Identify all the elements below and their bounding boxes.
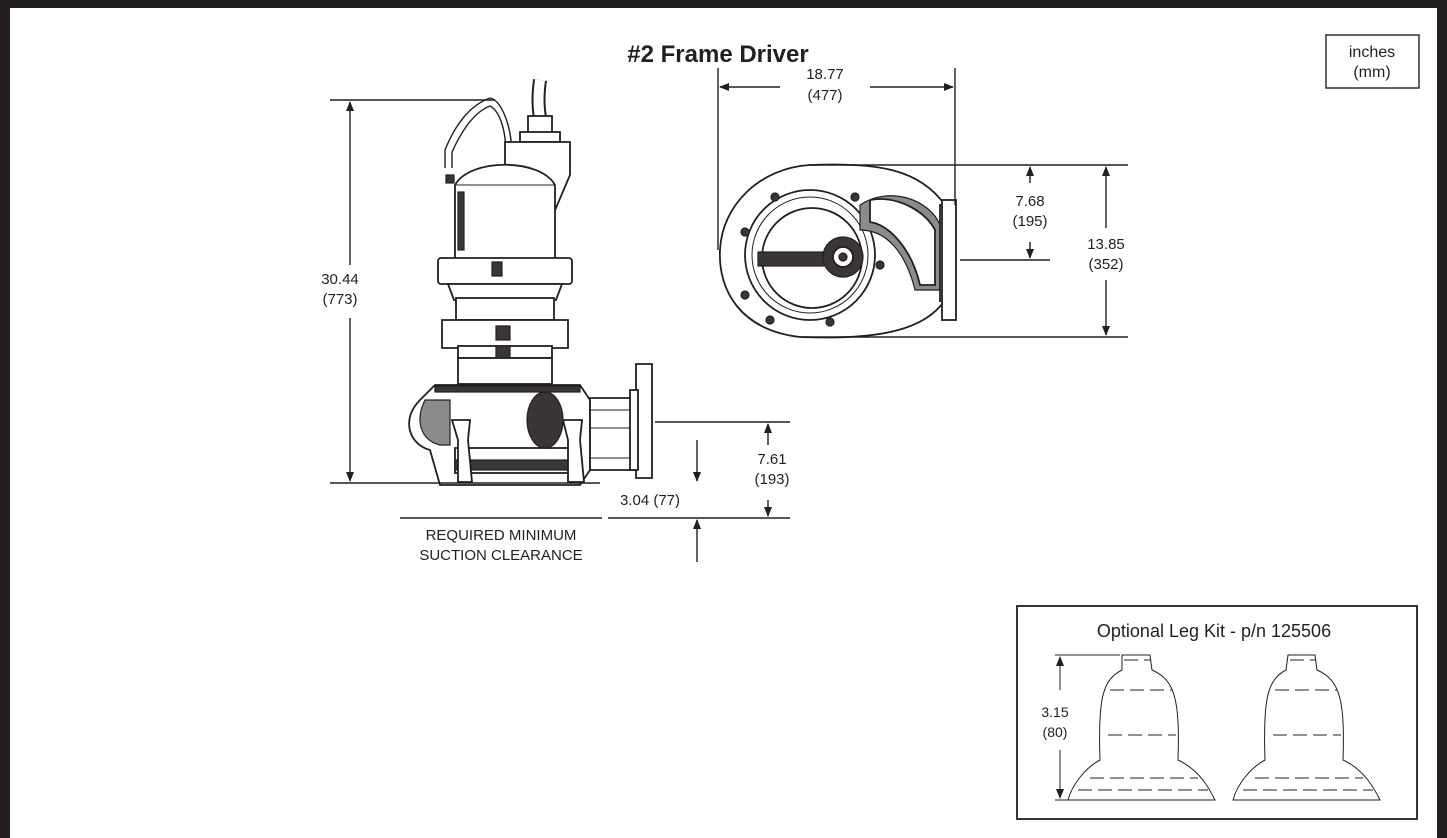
dim-height-in: 30.44 bbox=[321, 271, 359, 288]
dim-suction-value: 3.04 (77) bbox=[620, 492, 680, 509]
leg-kit-title: Optional Leg Kit - p/n 125506 bbox=[1097, 621, 1331, 641]
leg-height-in: 3.15 bbox=[1041, 704, 1068, 720]
dim-offset-mm: (195) bbox=[1012, 213, 1047, 230]
dim-discharge-height: 7.61 (193) bbox=[608, 421, 790, 519]
leg-kit-foot-right bbox=[1232, 654, 1381, 801]
dim-width-mm: (477) bbox=[807, 87, 842, 104]
dim-offset-in: 7.68 bbox=[1015, 193, 1044, 210]
leg-kit-foot-left bbox=[1067, 654, 1216, 801]
dim-depth-in: 13.85 bbox=[1087, 236, 1125, 253]
pump-top-view bbox=[719, 163, 957, 339]
dim-top-width: 18.77 (477) bbox=[717, 66, 956, 250]
units-mm: (mm) bbox=[1353, 64, 1390, 81]
units-box: inches (mm) bbox=[1325, 34, 1420, 89]
dim-leg-height: 3.15 (80) bbox=[1041, 654, 1120, 801]
dim-height-mm: (773) bbox=[322, 291, 357, 308]
dim-depth-mm: (352) bbox=[1088, 256, 1123, 273]
leg-kit-panel: Optional Leg Kit - p/n 125506 3.15 (80) bbox=[1016, 605, 1418, 820]
units-inches: inches bbox=[1349, 44, 1395, 61]
page-title: #2 Frame Driver bbox=[627, 41, 808, 68]
dim-discharge-mm: (193) bbox=[754, 471, 789, 488]
clearance-label-line2: SUCTION CLEARANCE bbox=[419, 547, 582, 564]
dim-suction-clearance: 3.04 (77) REQUIRED MINIMUM SUCTION CLEAR… bbox=[400, 440, 701, 564]
dim-overall-height: 30.44 (773) bbox=[321, 99, 600, 484]
clearance-label-line1: REQUIRED MINIMUM bbox=[426, 527, 577, 544]
dim-discharge-offset: 7.68 (195) bbox=[810, 164, 1128, 261]
dim-width-in: 18.77 bbox=[806, 66, 844, 83]
leg-height-mm: (80) bbox=[1043, 724, 1068, 740]
pump-side-view bbox=[408, 79, 653, 486]
dim-top-depth: 13.85 (352) bbox=[800, 166, 1128, 338]
dim-discharge-in: 7.61 bbox=[757, 451, 786, 468]
